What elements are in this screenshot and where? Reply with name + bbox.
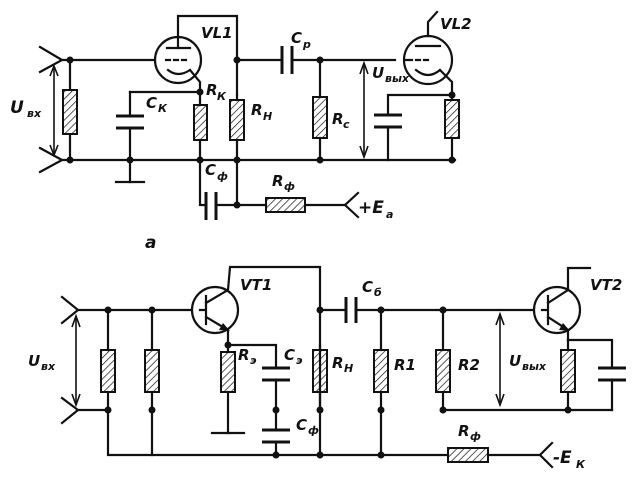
svg-text:Н: Н bbox=[263, 110, 272, 123]
svg-text:вых: вых bbox=[522, 360, 547, 373]
svg-text:R2: R2 bbox=[458, 356, 480, 374]
svg-text:C: C bbox=[362, 278, 373, 296]
transistor-vt1-label: VT1 bbox=[240, 276, 272, 294]
svg-text:C: C bbox=[296, 416, 307, 434]
caption-a: а bbox=[145, 233, 156, 253]
svg-text:C: C bbox=[284, 346, 295, 364]
transistor-vt2-label: VT2 bbox=[590, 276, 622, 294]
u-out-label-a: U bbox=[372, 64, 384, 82]
resistor-rc bbox=[312, 96, 328, 139]
svg-text:R: R bbox=[238, 346, 250, 364]
supply-terminal-a bbox=[343, 191, 360, 219]
tube-vl2-label: VL2 bbox=[440, 15, 472, 33]
svg-text:R: R bbox=[458, 422, 470, 440]
svg-text:ф: ф bbox=[308, 424, 319, 437]
supply-terminal-b bbox=[538, 441, 554, 469]
svg-text:ф: ф bbox=[217, 170, 228, 183]
input-terminal-top bbox=[38, 45, 65, 74]
svg-text:К: К bbox=[158, 102, 168, 115]
svg-text:Н: Н bbox=[344, 362, 353, 375]
svg-text:R: R bbox=[251, 101, 263, 119]
u-in-label-b: U bbox=[28, 352, 40, 370]
svg-text:э: э bbox=[250, 354, 257, 367]
resistor-rh-b bbox=[312, 349, 328, 393]
tube-vl1-label: VL1 bbox=[201, 24, 233, 42]
svg-text:с: с bbox=[343, 118, 350, 131]
svg-text:C: C bbox=[291, 29, 302, 47]
resistor-re bbox=[220, 351, 236, 393]
resistor-r1 bbox=[373, 349, 389, 393]
svg-text:R: R bbox=[332, 354, 344, 372]
svg-text:R: R bbox=[206, 81, 218, 99]
svg-text:э: э bbox=[296, 354, 303, 367]
svg-text:а: а bbox=[386, 208, 393, 221]
svg-text:К: К bbox=[217, 90, 227, 103]
resistor-rf-b bbox=[447, 447, 489, 463]
svg-text:б: б bbox=[374, 286, 382, 299]
tube-vl2 bbox=[402, 10, 454, 97]
svg-text:R: R bbox=[272, 172, 284, 190]
svg-text:вх: вх bbox=[41, 360, 56, 373]
svg-text:+E: +E bbox=[358, 198, 384, 218]
transistor-vt1 bbox=[190, 265, 322, 457]
resistor-r2 bbox=[435, 349, 451, 393]
circuit-b: U вх VT1 R э C э C ф bbox=[28, 265, 626, 471]
u-out-label-b: U bbox=[509, 352, 521, 370]
input-terminal-bottom bbox=[38, 146, 65, 174]
svg-text:ф: ф bbox=[284, 180, 295, 193]
circuit-a: U вх VL1 C К R К R Н bbox=[10, 10, 472, 253]
svg-text:R1: R1 bbox=[394, 356, 416, 374]
svg-text:ф: ф bbox=[470, 430, 481, 443]
svg-text:-E: -E bbox=[553, 448, 572, 468]
resistor-rh bbox=[229, 99, 245, 141]
resistor-rf-a bbox=[265, 197, 306, 213]
u-in-label-a: U bbox=[10, 98, 24, 118]
transistor-vt2 bbox=[532, 266, 592, 342]
tube-vl1 bbox=[153, 14, 239, 102]
svg-text:C: C bbox=[205, 161, 216, 179]
svg-text:C: C bbox=[146, 94, 157, 112]
svg-text:вх: вх bbox=[27, 107, 42, 120]
svg-text:р: р bbox=[302, 38, 311, 51]
svg-text:К: К bbox=[576, 458, 586, 471]
resistor-rk bbox=[193, 104, 208, 141]
svg-text:R: R bbox=[332, 110, 344, 128]
svg-text:вых: вых bbox=[385, 72, 410, 85]
